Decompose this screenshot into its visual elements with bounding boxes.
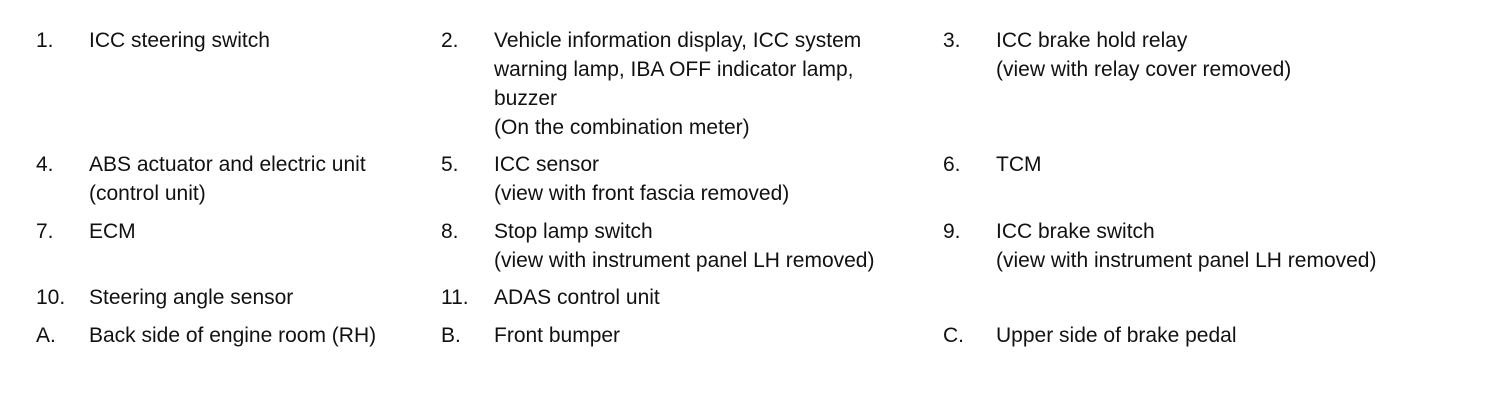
legend-item-letter: B. xyxy=(441,324,461,347)
legend-item-number: 4. xyxy=(36,153,54,176)
legend-row: A. Back side of engine room (RH) B. Fron… xyxy=(0,321,1504,359)
legend-item-label: Back side of engine room (RH) xyxy=(89,324,377,347)
legend-item-label: ADAS control unit xyxy=(494,286,660,309)
legend-item-letter: C. xyxy=(943,324,964,347)
legend-item-label: ICC brake switch (view with instrument p… xyxy=(996,220,1377,272)
legend-item-number: 6. xyxy=(943,153,961,176)
legend-item-label: ICC brake hold relay (view with relay co… xyxy=(996,29,1292,81)
legend-item-number: 10. xyxy=(36,286,66,309)
legend-row: 4. ABS actuator and electric unit (contr… xyxy=(0,150,1504,217)
legend-row: 10. Steering angle sensor 11. ADAS contr… xyxy=(0,283,1504,321)
legend-item-label: Stop lamp switch (view with instrument p… xyxy=(494,220,875,272)
legend-item-number: 8. xyxy=(441,220,459,243)
legend-row: 1. ICC steering switch 2. Vehicle inform… xyxy=(0,26,1504,150)
legend-item-label: Upper side of brake pedal xyxy=(996,324,1237,347)
legend-item-number: 9. xyxy=(943,220,961,243)
legend-item-number: 5. xyxy=(441,153,459,176)
legend-item-label: ABS actuator and electric unit (control … xyxy=(89,153,366,205)
legend-item-label: ICC sensor (view with front fascia remov… xyxy=(494,153,790,205)
legend-item-label: Vehicle information display, ICC system … xyxy=(494,29,862,139)
legend-item-label: ICC steering switch xyxy=(89,29,270,52)
legend-item-label: TCM xyxy=(996,153,1042,176)
legend-item-label: Front bumper xyxy=(494,324,621,347)
legend-item-label: ECM xyxy=(89,220,136,243)
legend-item-number: 2. xyxy=(441,29,459,52)
legend-item-label: Steering angle sensor xyxy=(89,286,294,309)
legend-item-number: 11. xyxy=(441,286,469,309)
legend-item-letter: A. xyxy=(36,324,56,347)
legend-item-number: 7. xyxy=(36,220,54,243)
legend-item-number: 1. xyxy=(36,29,54,52)
legend-row: 7. ECM 8. Stop lamp switch (view with in… xyxy=(0,217,1504,283)
legend-item-number: 3. xyxy=(943,29,961,52)
